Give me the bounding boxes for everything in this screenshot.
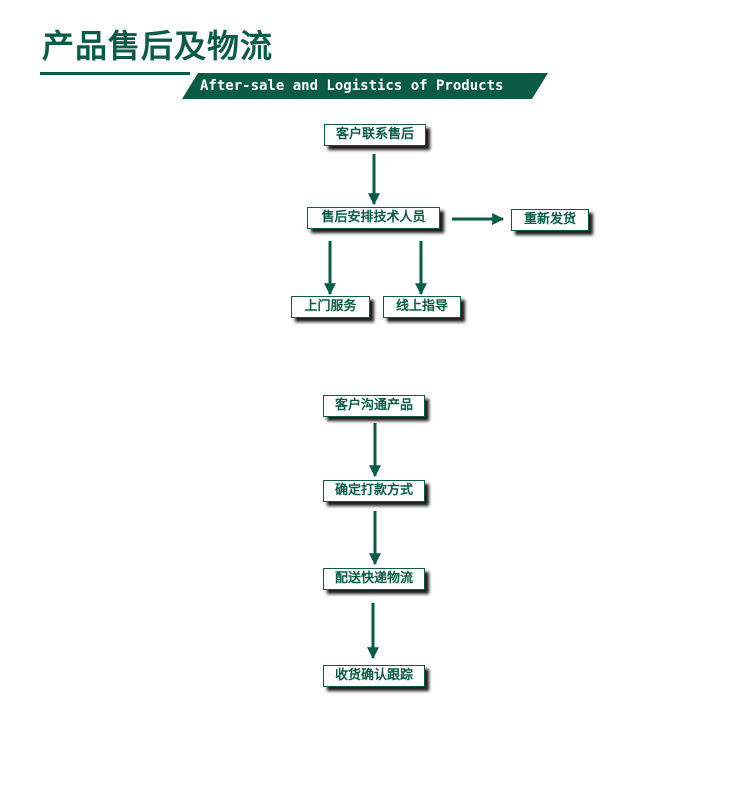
step-reship: 重新发货 xyxy=(511,209,589,231)
step-product-communication: 客户沟通产品 xyxy=(323,395,425,417)
step-express-delivery: 配送快递物流 xyxy=(323,568,425,590)
step-payment-method: 确定打款方式 xyxy=(323,480,425,502)
subtitle-banner xyxy=(182,73,548,99)
step-online-guidance: 线上指导 xyxy=(383,296,461,318)
step-customer-contact: 客户联系售后 xyxy=(324,124,426,146)
page-subtitle: After-sale and Logistics of Products xyxy=(200,78,504,94)
step-receipt-confirmation: 收货确认跟踪 xyxy=(323,665,425,687)
page-title: 产品售后及物流 xyxy=(42,27,274,65)
step-onsite-service: 上门服务 xyxy=(291,296,370,318)
title-underline xyxy=(40,72,190,75)
step-assign-technician: 售后安排技术人员 xyxy=(307,207,440,229)
